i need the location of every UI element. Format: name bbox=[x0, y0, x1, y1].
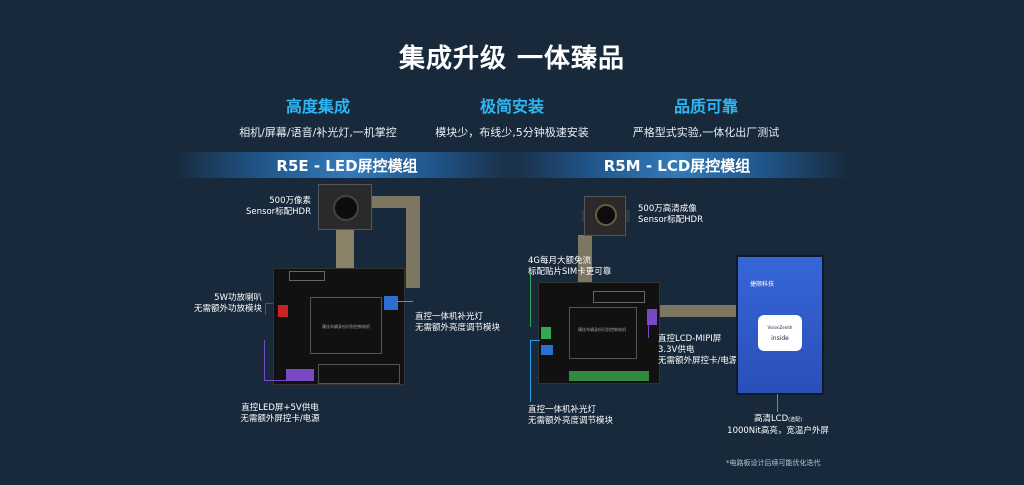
light-callout-line-h bbox=[530, 340, 540, 341]
left-led-label: 直控LED屏+5V供电 无需额外屏控卡/电源 bbox=[240, 403, 320, 424]
right-sim-label: 4G每月大额免流 标配贴片SIM卡更可靠 bbox=[528, 256, 612, 277]
speaker-callout-line bbox=[265, 303, 273, 304]
lcd-flex-cable bbox=[655, 305, 739, 317]
screen-logo-text: inside bbox=[771, 335, 789, 342]
left-module-banner: R5E - LED屏控模组 bbox=[172, 152, 522, 178]
led-callout-line-h bbox=[264, 380, 286, 381]
sim-callout-line bbox=[530, 272, 531, 327]
left-control-board: 康佳车辆身份识别控制电机 bbox=[273, 268, 405, 385]
feature-integration: 高度集成 相机/屏幕/语音/补光灯,一机掌控 bbox=[188, 93, 448, 140]
page-title: 集成升级 一体臻品 bbox=[398, 44, 626, 74]
footnote: *电路板设计后续可能优化迭代 bbox=[726, 459, 821, 467]
screen-logo-brand: VisionZenith bbox=[767, 325, 793, 330]
light-callout-line bbox=[530, 340, 531, 402]
right-camera-module bbox=[584, 196, 626, 236]
feature-desc: 严格型式实验,一体化出厂测试 bbox=[632, 126, 780, 139]
camera-flex-cable bbox=[336, 225, 354, 270]
led-port bbox=[286, 369, 314, 381]
right-module-title: R5M - LCD屏控模组 bbox=[603, 157, 751, 175]
screen-logo-badge: VisionZenith inside bbox=[758, 315, 802, 351]
left-speaker-label: 5W功放喇叭 无需额外功放模块 bbox=[193, 293, 262, 314]
board-chip-area bbox=[310, 297, 382, 354]
lcd-screen: 捷顺科技 VisionZenith inside bbox=[736, 255, 824, 395]
speaker-callout-line-v bbox=[265, 303, 266, 315]
lcd-ctrl-callout-line bbox=[648, 318, 649, 338]
board-chip-area bbox=[569, 307, 637, 359]
right-camera-label: 500万高清成像 Sensor标配HDR bbox=[638, 204, 703, 225]
left-camera-label: 500万像素 Sensor标配HDR bbox=[246, 196, 311, 217]
camera-flex-cable bbox=[578, 235, 592, 285]
right-control-board: 康佳车辆身份识别控制电机 bbox=[538, 282, 660, 384]
left-camera-module bbox=[318, 184, 372, 230]
right-lcd-ctrl-label: 直控LCD-MIPI屏 3.3V供电 无需额外屏控卡/电源 bbox=[658, 334, 738, 366]
feature-heading: 品质可靠 bbox=[673, 97, 738, 116]
board-connector bbox=[593, 291, 645, 303]
feature-install: 极简安装 模块少，布线少,5分钟极速安装 bbox=[382, 93, 642, 140]
left-module-title: R5E - LED屏控模组 bbox=[276, 157, 418, 175]
right-screen-label: 高清LCD(选配) 1000Nit高亮，宽温户外屏 bbox=[727, 414, 829, 436]
board-connector bbox=[289, 271, 325, 281]
screen-brand: 捷顺科技 bbox=[750, 281, 775, 288]
led-callout-line bbox=[264, 340, 265, 380]
feature-desc: 模块少，布线少,5分钟极速安装 bbox=[435, 126, 589, 139]
feature-heading: 高度集成 bbox=[285, 97, 350, 116]
feature-desc: 相机/屏幕/语音/补光灯,一机掌控 bbox=[239, 126, 397, 139]
board-terminals bbox=[318, 364, 400, 384]
light-port bbox=[384, 296, 398, 310]
board-text: 康佳车辆身份识别控制电机 bbox=[322, 324, 370, 329]
left-light-label: 直控一体机补光灯 无需额外亮度调节模块 bbox=[415, 312, 501, 333]
screen-callout-line bbox=[777, 394, 778, 412]
camera-lens-icon bbox=[333, 195, 359, 221]
right-module-banner: R5M - LCD屏控模组 bbox=[502, 152, 852, 178]
lcd-port bbox=[647, 309, 657, 325]
board-text: 康佳车辆身份识别控制电机 bbox=[578, 327, 626, 332]
light-port bbox=[541, 345, 553, 355]
sim-slot bbox=[541, 327, 551, 339]
feature-heading: 极简安装 bbox=[479, 97, 544, 116]
light-flex-cable-vertical bbox=[406, 196, 420, 288]
feature-quality: 品质可靠 严格型式实验,一体化出厂测试 bbox=[576, 93, 836, 140]
camera-lens-icon bbox=[595, 204, 617, 226]
speaker-port bbox=[278, 305, 288, 317]
right-light-label: 直控一体机补光灯 无需额外亮度调节模块 bbox=[528, 405, 614, 426]
board-terminals bbox=[569, 371, 649, 381]
light-callout-line bbox=[397, 301, 413, 302]
